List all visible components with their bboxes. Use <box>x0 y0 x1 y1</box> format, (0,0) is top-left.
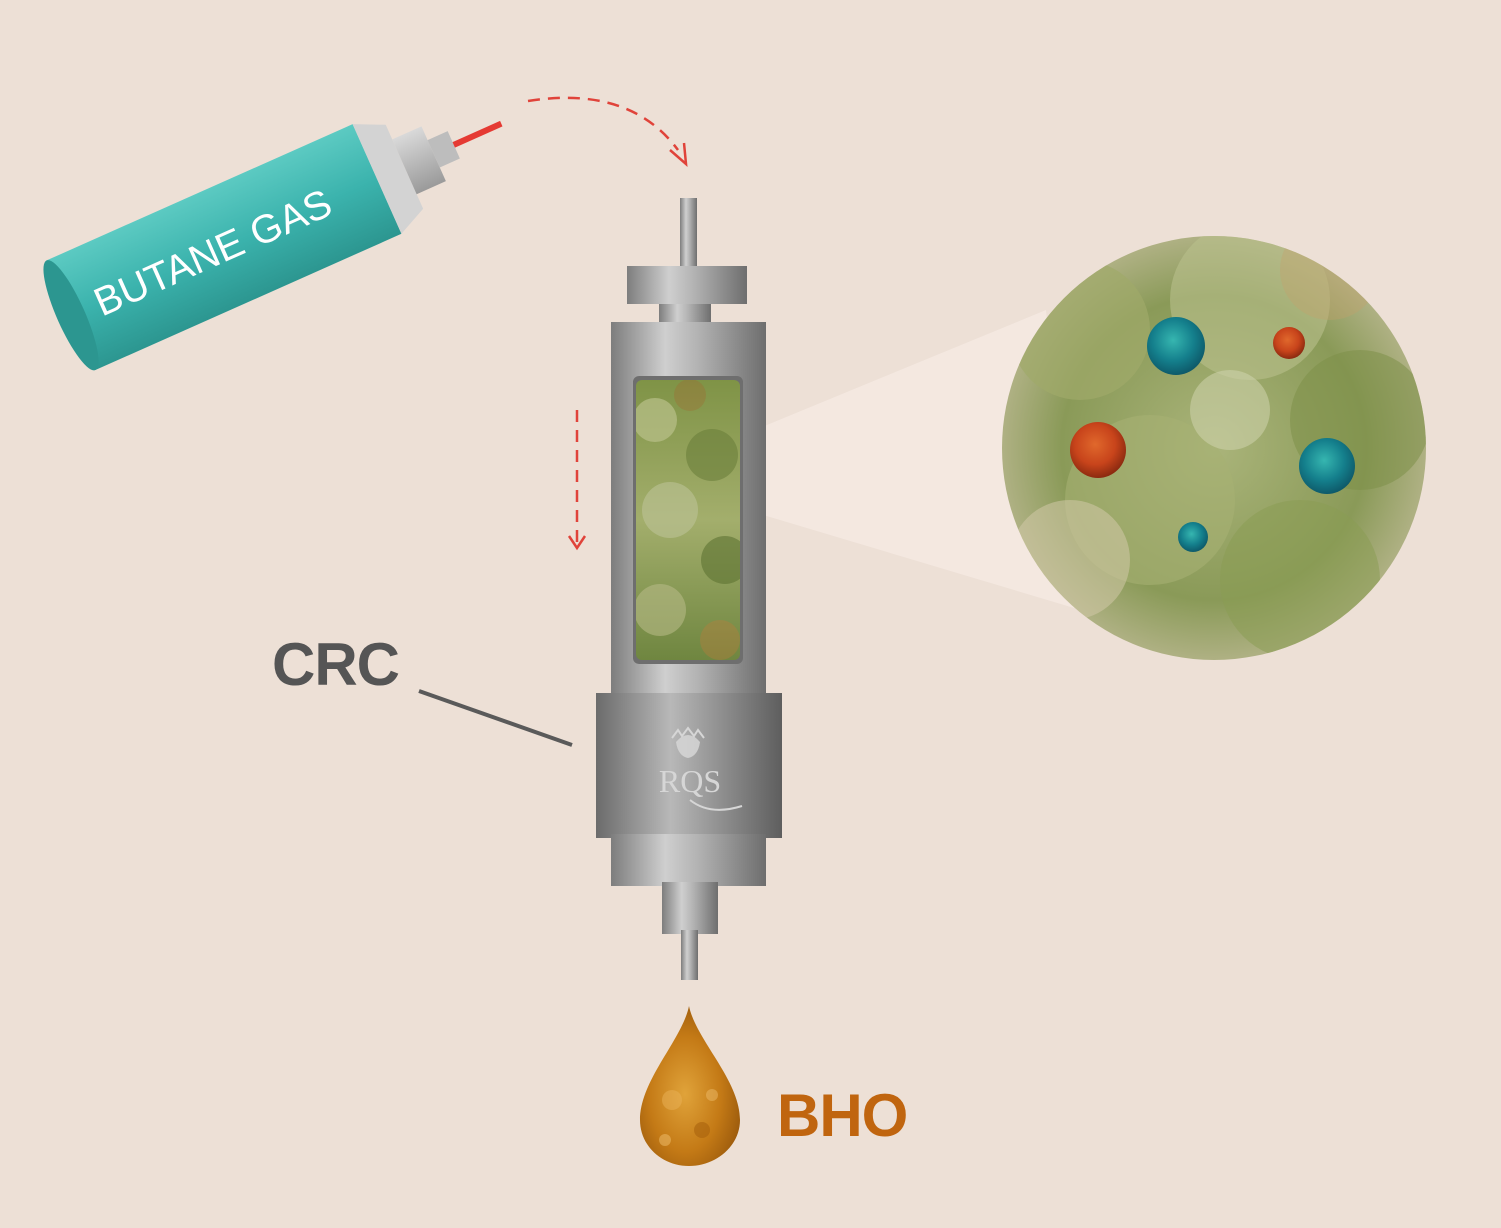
trichome-teal-2 <box>1299 438 1355 494</box>
can-body <box>46 124 402 371</box>
top-cap <box>627 266 747 304</box>
gas-flow-arrow <box>527 96 688 168</box>
crc-collar <box>596 693 782 838</box>
crc-pointer-line <box>418 689 573 747</box>
butane-can-icon: BUTANE GAS <box>43 120 503 371</box>
can-bottom <box>43 260 99 371</box>
trichome-orange-1 <box>1273 327 1305 359</box>
lower-body <box>611 834 766 886</box>
material-window <box>633 376 743 664</box>
bud-zoom-icon <box>1002 236 1426 660</box>
can-nozzle <box>427 131 460 168</box>
lower-neck <box>662 882 718 934</box>
can-valve <box>392 126 446 195</box>
bho-label: BHO <box>777 1082 908 1149</box>
zoom-beam <box>740 310 1074 608</box>
logo-text: RQS <box>659 763 721 799</box>
spray-stream <box>452 120 503 148</box>
top-pin <box>680 198 697 268</box>
trichome-teal-3 <box>1178 522 1208 552</box>
oil-droplet-icon <box>640 1006 740 1166</box>
crc-label: CRC <box>272 631 400 698</box>
rqs-lion-logo: RQS <box>659 726 743 811</box>
can-shoulder <box>352 124 424 234</box>
trichome-orange-2 <box>1070 422 1126 478</box>
trichome-teal-1 <box>1147 317 1205 375</box>
downflow-arrow <box>567 410 587 551</box>
closed-loop-extractor-icon: RQS <box>596 198 782 980</box>
bottom-pin <box>681 930 698 980</box>
